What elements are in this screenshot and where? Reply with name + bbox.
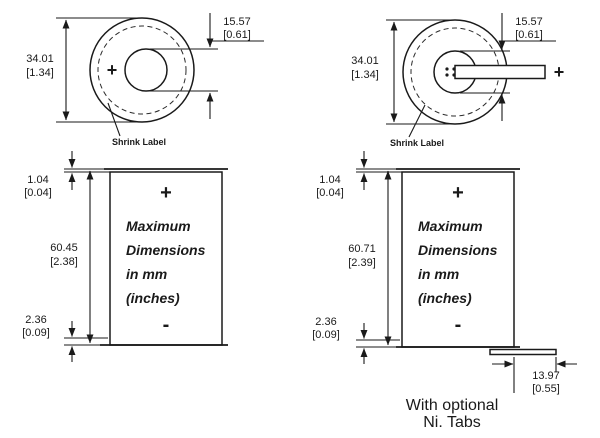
cell-body-rect (109, 171, 223, 346)
shrink-label-text: Shrink Label (112, 137, 166, 147)
dim-cell-diameter: 34.01 [1.34] (26, 17, 146, 123)
dim-bottom-step-in: [0.09] (22, 327, 50, 339)
dim-cell-diameter-mm: 34.01 (26, 53, 54, 65)
dim-cell-diameter: 34.01 [1.34] (351, 19, 459, 125)
note-line-4: (inches) (126, 290, 180, 306)
dim-tab-length-in: [0.55] (532, 383, 560, 395)
dim-bottom-step: 2.36 [0.09] (312, 316, 400, 364)
note-line-1: Maximum (418, 218, 483, 234)
dim-terminal-mm: 15.57 (223, 16, 251, 28)
shrink-label-text: Shrink Label (390, 138, 444, 148)
note-line-4: (inches) (418, 290, 472, 306)
weld-dot (445, 73, 449, 77)
side-view-standard: 1.04 [0.04] 60.45 [2.38] 2.36 [0.09] + M… (22, 151, 228, 362)
positive-sign: + (554, 62, 565, 82)
note-line-1: Maximum (126, 218, 191, 234)
dim-height: 60.45 [2.38] (50, 170, 94, 344)
dim-terminal-in: [0.61] (223, 29, 251, 41)
negative-sign: - (455, 314, 462, 336)
shrink-label-circle (97, 25, 187, 115)
dim-terminal-diameter: 15.57 [0.61] (150, 13, 264, 119)
dim-height-mm: 60.71 (348, 243, 376, 255)
top-view-tabbed: 34.01 [1.34] 15.57 [0.61] + Shrink Label (351, 13, 564, 148)
dim-height-in: [2.38] (50, 256, 78, 268)
dim-bottom-step-mm: 2.36 (315, 316, 336, 328)
dim-cell-diameter-mm: 34.01 (351, 55, 379, 67)
note-line-3: in mm (126, 266, 167, 282)
note-line-2: Dimensions (418, 242, 498, 258)
caption-line-1: With optional (406, 397, 499, 414)
positive-sign: + (107, 60, 118, 80)
dim-cell-diameter-in: [1.34] (351, 69, 379, 81)
positive-terminal-circle (124, 48, 168, 92)
side-view-tabbed: 1.04 [0.04] 60.71 [2.39] 2.36 [0.09] 13.… (312, 151, 577, 395)
dim-top-step-in: [0.04] (316, 187, 344, 199)
shrink-label-callout: Shrink Label (390, 104, 444, 148)
positive-sign: + (452, 182, 464, 204)
weld-dot (452, 73, 456, 77)
dim-terminal-diameter: 15.57 [0.61] (460, 13, 556, 121)
dim-height-mm: 60.45 (50, 242, 78, 254)
dim-tab-length: 13.97 [0.55] (492, 357, 577, 395)
dim-top-step-mm: 1.04 (319, 174, 340, 186)
bottom-ni-tab (489, 348, 557, 356)
positive-sign: + (160, 182, 172, 204)
dim-terminal-in: [0.61] (515, 29, 543, 41)
note-line-3: in mm (418, 266, 459, 282)
dim-bottom-step-mm: 2.36 (25, 314, 46, 326)
dim-bottom-step: 2.36 [0.09] (22, 314, 108, 362)
dim-top-step-mm: 1.04 (27, 174, 48, 186)
caption: With optional Ni. Tabs (406, 397, 499, 431)
dim-top-step-in: [0.04] (24, 187, 52, 199)
dim-tab-length-mm: 13.97 (532, 370, 560, 382)
weld-dot (445, 67, 449, 71)
ni-tab (454, 64, 546, 80)
dim-top-step: 1.04 [0.04] (24, 151, 110, 199)
dim-top-step: 1.04 [0.04] (316, 151, 402, 199)
dim-height-in: [2.39] (348, 257, 376, 269)
caption-line-2: Ni. Tabs (423, 414, 481, 431)
negative-sign: - (163, 314, 170, 336)
weld-dot (452, 67, 456, 71)
cell-body-rect (401, 171, 515, 348)
dim-cell-diameter-in: [1.34] (26, 67, 54, 79)
shrink-label-callout: Shrink Label (107, 102, 166, 147)
dim-bottom-step-in: [0.09] (312, 329, 340, 341)
dim-terminal-mm: 15.57 (515, 16, 543, 28)
dim-height: 60.71 [2.39] (348, 170, 392, 346)
top-view-standard: + 34.01 [1.34] 15.57 [0.61] Shrink Label (26, 13, 264, 147)
note-line-2: Dimensions (126, 242, 206, 258)
